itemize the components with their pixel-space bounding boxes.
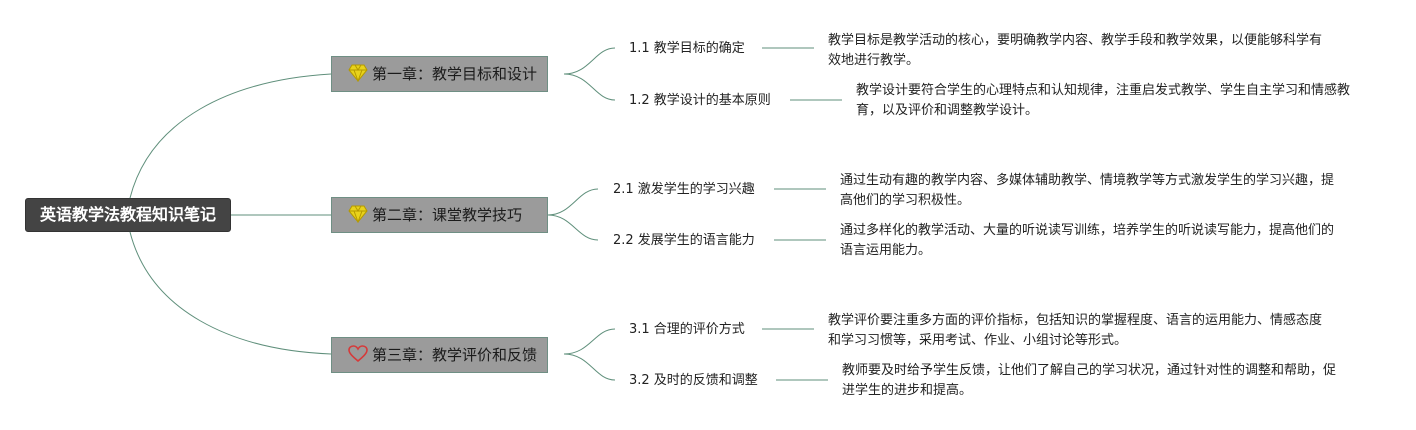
chapter-title: 第二章：课堂教学技巧 — [372, 206, 523, 224]
chapter-node-2[interactable]: 第二章：课堂教学技巧 — [331, 197, 548, 233]
section-desc-3-1: 教学评价要注重多方面的评价指标，包括知识的掌握程度、语言的运用能力、情感态度和学… — [828, 313, 1323, 348]
chapter-title: 第一章：教学目标和设计 — [372, 65, 538, 83]
connector-ch1-s2 — [563, 73, 616, 101]
connector-ch2-s1 — [547, 188, 599, 216]
section-desc-2-2: 通过多样化的教学活动、大量的听说读写训练，培养学生的听说读写能力，提高他们的语言… — [840, 223, 1335, 258]
connector-root-ch1 — [129, 73, 332, 199]
gem-icon — [348, 201, 368, 235]
connector-ch3-s1 — [563, 328, 616, 355]
chapter-node-3[interactable]: 第三章：教学评价和反馈 — [331, 337, 548, 373]
section-node-2-1[interactable]: 2.1 激发学生的学习兴趣 — [613, 182, 755, 197]
connector-ch2-s2 — [547, 214, 599, 241]
connector-ch3-s2 — [563, 353, 616, 381]
section-desc-3-2: 教师要及时给予学生反馈，让他们了解自己的学习状况，通过针对性的调整和帮助，促进学… — [842, 363, 1337, 398]
section-node-1-1[interactable]: 1.1 教学目标的确定 — [629, 41, 745, 56]
heart-icon — [348, 341, 368, 375]
section-node-3-2[interactable]: 3.2 及时的反馈和调整 — [629, 373, 758, 388]
root-node[interactable]: 英语教学法教程知识笔记 — [25, 198, 231, 232]
section-node-3-1[interactable]: 3.1 合理的评价方式 — [629, 322, 745, 337]
connector-ch1-s1 — [563, 47, 616, 75]
gem-icon — [348, 60, 368, 94]
chapter-node-1[interactable]: 第一章：教学目标和设计 — [331, 56, 548, 92]
connector-root-ch3 — [129, 231, 332, 355]
section-desc-1-2: 教学设计要符合学生的心理特点和认知规律，注重启发式教学、学生自主学习和情感教育，… — [856, 83, 1351, 118]
chapter-title: 第三章：教学评价和反馈 — [372, 346, 538, 364]
section-node-1-2[interactable]: 1.2 教学设计的基本原则 — [629, 93, 771, 108]
section-desc-1-1: 教学目标是教学活动的核心，要明确教学内容、教学手段和教学效果，以便能够科学有效地… — [828, 33, 1323, 68]
section-node-2-2[interactable]: 2.2 发展学生的语言能力 — [613, 233, 755, 248]
section-desc-2-1: 通过生动有趣的教学内容、多媒体辅助教学、情境教学等方式激发学生的学习兴趣，提高他… — [840, 173, 1335, 208]
